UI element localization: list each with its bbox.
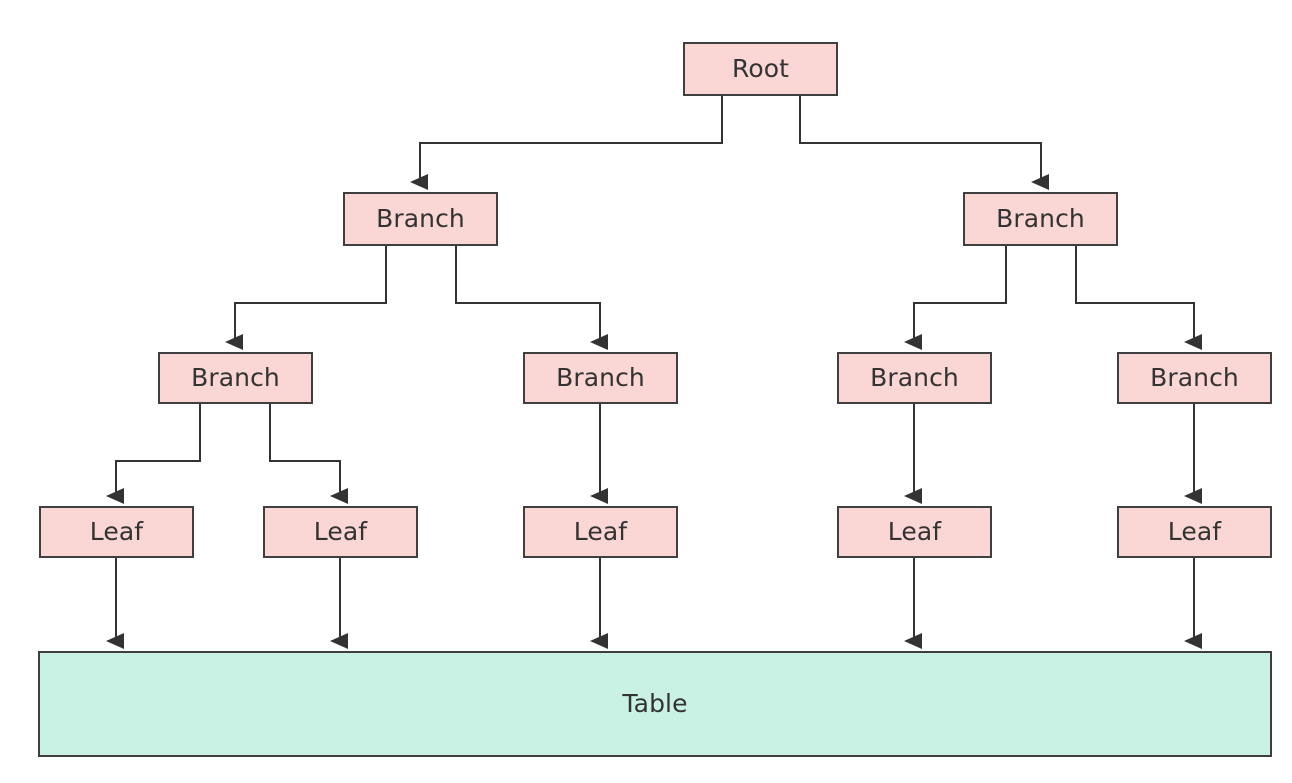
node-label-leaf1: Leaf (89, 517, 144, 547)
node-label-b3a: Branch (191, 363, 280, 393)
node-b3a[interactable]: Branch (158, 352, 313, 404)
node-leaf1[interactable]: Leaf (39, 506, 194, 558)
node-leaf4[interactable]: Leaf (837, 506, 992, 558)
node-leaf3[interactable]: Leaf (523, 506, 678, 558)
node-label-root: Root (731, 54, 790, 84)
node-leaf5[interactable]: Leaf (1117, 506, 1272, 558)
node-label-leaf4: Leaf (887, 517, 942, 547)
node-b2a[interactable]: Branch (343, 192, 498, 246)
node-label-b3c: Branch (870, 363, 959, 393)
node-b2b[interactable]: Branch (963, 192, 1118, 246)
node-root[interactable]: Root (683, 42, 838, 96)
node-label-b3d: Branch (1150, 363, 1239, 393)
node-label-b3b: Branch (556, 363, 645, 393)
node-b3b[interactable]: Branch (523, 352, 678, 404)
node-b3d[interactable]: Branch (1117, 352, 1272, 404)
node-label-table: Table (622, 689, 688, 719)
node-b3c[interactable]: Branch (837, 352, 992, 404)
node-leaf2[interactable]: Leaf (263, 506, 418, 558)
node-label-b2a: Branch (376, 204, 465, 234)
node-label-leaf3: Leaf (573, 517, 628, 547)
node-table[interactable]: Table (38, 651, 1272, 757)
node-label-b2b: Branch (996, 204, 1085, 234)
node-label-leaf5: Leaf (1167, 517, 1222, 547)
node-label-leaf2: Leaf (313, 517, 368, 547)
